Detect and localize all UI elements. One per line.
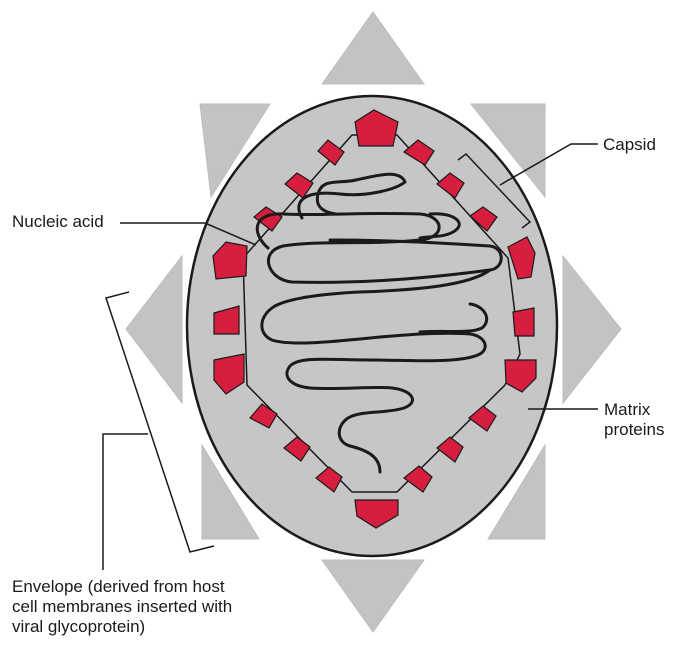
- envelope-label-line-2: cell membranes inserted with: [12, 597, 232, 617]
- matrix-proteins-label-line-2: proteins: [604, 420, 664, 440]
- spike-bottom: [322, 560, 424, 632]
- spike-left: [126, 256, 182, 403]
- envelope-leader-line: [103, 434, 148, 570]
- spike-right: [563, 256, 621, 403]
- envelope-label: Envelope (derived from host cell membran…: [12, 577, 232, 637]
- capsid-label: Capsid: [603, 135, 656, 155]
- spike-top: [322, 12, 424, 84]
- nucleic-acid-label: Nucleic acid: [12, 212, 104, 232]
- matrix-proteins-label-line-1: Matrix: [604, 400, 664, 420]
- matrix-protein: [513, 308, 534, 336]
- matrix-proteins-label: Matrix proteins: [604, 400, 664, 440]
- envelope-label-line-1: Envelope (derived from host: [12, 577, 232, 597]
- envelope-label-line-3: viral glycoprotein): [12, 617, 232, 637]
